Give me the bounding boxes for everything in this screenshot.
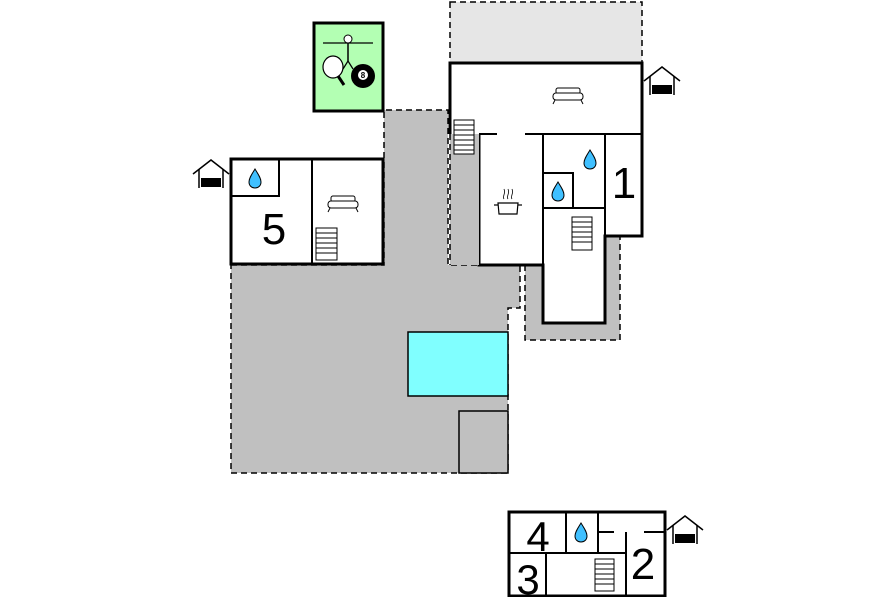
room-number-2: 2 xyxy=(631,540,655,589)
kitchen-pot-icon xyxy=(494,188,522,215)
room-number-5: 5 xyxy=(262,205,286,254)
room-number-1: 1 xyxy=(612,159,636,208)
stairs-icon xyxy=(594,558,615,592)
stairs-icon xyxy=(315,227,338,261)
room-number-3: 3 xyxy=(516,556,539,597)
games-room-icon: 8 xyxy=(322,34,375,88)
entrance-house-icon xyxy=(666,515,704,545)
stairs-icon xyxy=(571,216,593,251)
entrance-house-icon xyxy=(192,159,230,189)
pool xyxy=(407,331,509,397)
main-house-walls xyxy=(448,61,644,325)
entrance-house-icon xyxy=(643,66,681,96)
outdoor-square xyxy=(458,410,509,474)
stairs-icon xyxy=(453,119,475,155)
svg-text:8: 8 xyxy=(361,71,366,80)
covered-terrace xyxy=(449,1,643,64)
room-number-4: 4 xyxy=(526,513,549,560)
